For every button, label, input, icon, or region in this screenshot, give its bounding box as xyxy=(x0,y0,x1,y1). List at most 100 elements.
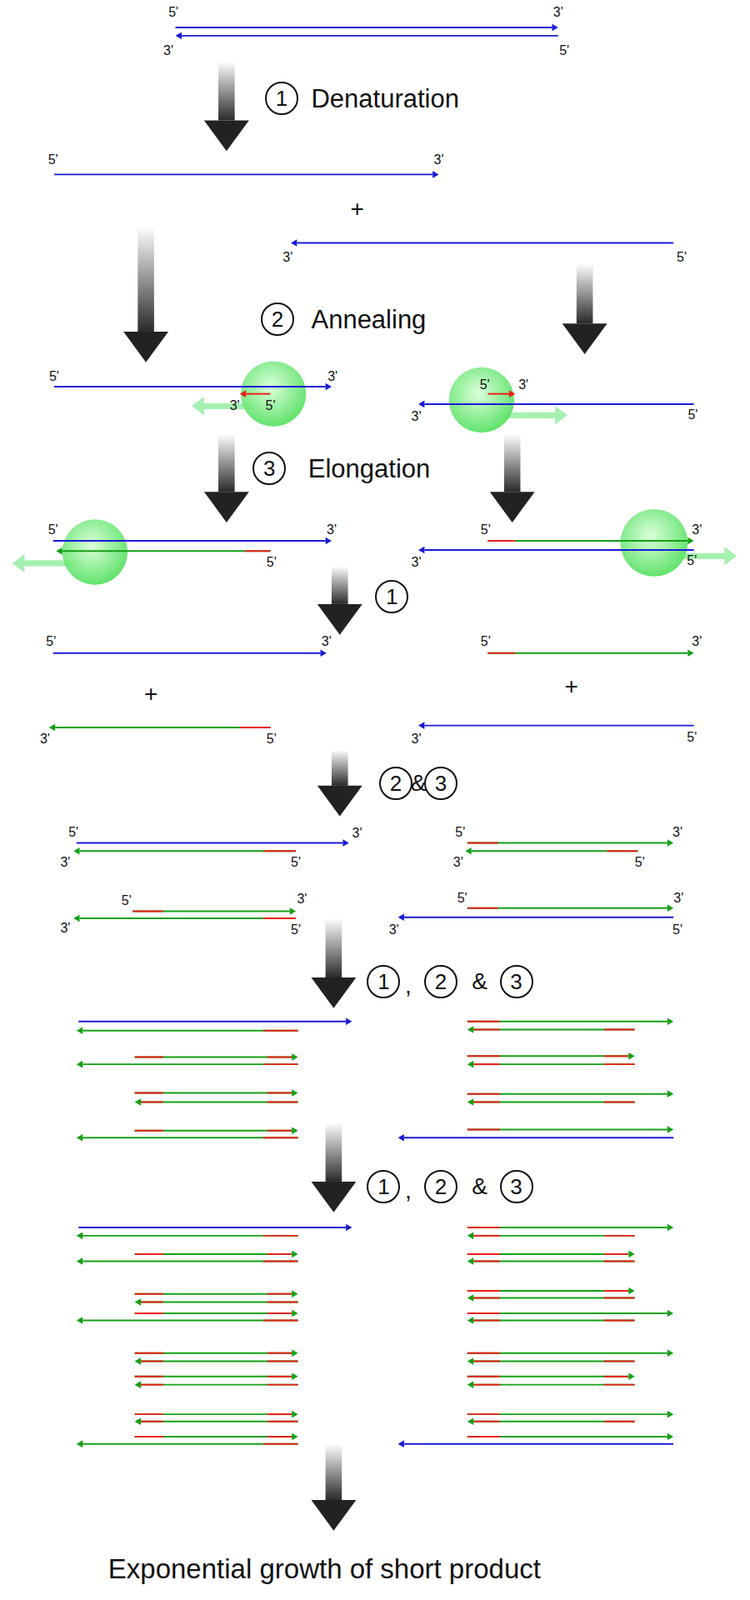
primer-segment xyxy=(604,1320,635,1322)
primer-segment xyxy=(467,1312,500,1315)
step-arrow-shaft xyxy=(218,60,235,120)
strand-end-label: 3' xyxy=(321,635,332,649)
primer-segment xyxy=(267,1375,292,1378)
primer-segment xyxy=(263,1063,299,1065)
strand-end-label: 5' xyxy=(68,825,79,840)
ampersand: & xyxy=(471,970,488,994)
strand-end-label: 5' xyxy=(672,923,683,937)
strand-3-end xyxy=(73,847,80,855)
strand-3-end xyxy=(467,1417,474,1425)
step-arrow-head xyxy=(310,1500,356,1531)
strand-3-end xyxy=(291,1250,298,1259)
dna-strand xyxy=(82,1136,298,1139)
primer-segment xyxy=(487,540,515,542)
strand-end-label: 5' xyxy=(266,732,277,746)
primer-segment xyxy=(473,1360,500,1362)
primer-segment xyxy=(473,1063,500,1065)
strand-end-label: 3' xyxy=(326,523,337,537)
strand-3-end xyxy=(667,1410,674,1419)
strand-3-end xyxy=(135,1098,141,1106)
strand-3-end xyxy=(291,1053,298,1061)
strand-end-label: 5' xyxy=(480,635,491,649)
strand-end-label: 3' xyxy=(434,153,445,167)
dna-strand xyxy=(473,1100,635,1103)
dna-strand xyxy=(135,1413,293,1415)
strand-3-end xyxy=(291,1373,298,1381)
strand-3-end xyxy=(240,390,246,398)
strand-end-label: 3' xyxy=(389,923,400,937)
dna-strand xyxy=(78,1020,346,1023)
strand-3-end xyxy=(325,383,332,391)
dna-strand xyxy=(424,549,694,551)
ampersand: & xyxy=(471,1175,488,1199)
primer-segment xyxy=(135,1352,164,1355)
strand-3-end xyxy=(667,1224,674,1232)
dna-strand xyxy=(135,1375,293,1378)
dna-strand xyxy=(82,1320,298,1322)
polymerase-direction-head xyxy=(191,396,205,415)
strand-end-label: 3' xyxy=(518,378,529,392)
strand-3-end xyxy=(398,1134,405,1142)
strand-3-end xyxy=(325,537,332,545)
dna-strand xyxy=(245,393,270,395)
strand-end-label: 3' xyxy=(282,250,293,265)
primer-segment xyxy=(467,1020,500,1023)
primer-segment xyxy=(140,1360,164,1362)
step-name: Denaturation xyxy=(310,85,460,111)
strand-3-end xyxy=(345,1224,352,1232)
dna-strand xyxy=(467,1129,668,1131)
strand-3-end xyxy=(628,1373,635,1381)
strand-end-label: 5' xyxy=(49,370,60,384)
primer-segment xyxy=(135,1413,164,1415)
primer-segment xyxy=(263,1320,299,1322)
primer-segment xyxy=(263,850,296,852)
strand-end-label: 5' xyxy=(290,855,301,870)
primer-segment xyxy=(467,1226,500,1229)
drawing xyxy=(12,24,737,1531)
primer-segment xyxy=(132,910,164,912)
primer-segment xyxy=(267,1312,292,1315)
primer-segment xyxy=(467,1375,500,1378)
primer-segment xyxy=(604,1384,635,1386)
step-arrow-shaft xyxy=(137,226,155,332)
primer-segment xyxy=(263,917,296,920)
dna-strand xyxy=(467,1226,668,1229)
primer-segment xyxy=(135,1293,164,1295)
strand-3-end xyxy=(667,839,674,847)
primer-segment xyxy=(467,1129,500,1131)
polymerase xyxy=(620,509,688,577)
dna-strand xyxy=(424,725,694,727)
dna-strand xyxy=(467,1055,629,1057)
strand-3-end xyxy=(467,1357,474,1365)
strand-end-label: 3' xyxy=(40,732,50,746)
strand-3-end xyxy=(76,1134,83,1142)
strand-end-label: 5' xyxy=(48,523,59,537)
dna-strand xyxy=(82,1260,298,1262)
strand-3-end xyxy=(667,905,674,913)
dna-strand xyxy=(135,1056,293,1059)
primer-segment xyxy=(604,1375,629,1378)
step-number: 1 xyxy=(377,1175,390,1198)
step-number-circle: 3 xyxy=(252,451,286,485)
dna-strand xyxy=(467,1352,668,1355)
step-arrow-head xyxy=(204,120,250,151)
dna-strand xyxy=(140,1420,299,1423)
primer-segment xyxy=(135,1056,164,1059)
comma: , xyxy=(405,974,412,998)
strand-3-end xyxy=(467,1025,474,1034)
strand-3-end xyxy=(398,914,405,922)
strand-3-end xyxy=(467,1316,474,1325)
step-arrow-shaft xyxy=(325,1444,343,1500)
step-arrow-shaft xyxy=(331,566,349,605)
primer-segment xyxy=(473,1384,500,1386)
primer-segment xyxy=(267,1293,292,1295)
dna-strand xyxy=(135,1352,293,1355)
strand-3-end xyxy=(175,32,182,40)
primer-segment xyxy=(604,1235,635,1237)
strand-end-label: 3' xyxy=(553,5,564,20)
primer-segment xyxy=(467,907,499,910)
strand-end-label: 5' xyxy=(265,399,276,413)
step-number-circle: 1 xyxy=(366,965,400,999)
step-arrow-head xyxy=(123,331,169,363)
